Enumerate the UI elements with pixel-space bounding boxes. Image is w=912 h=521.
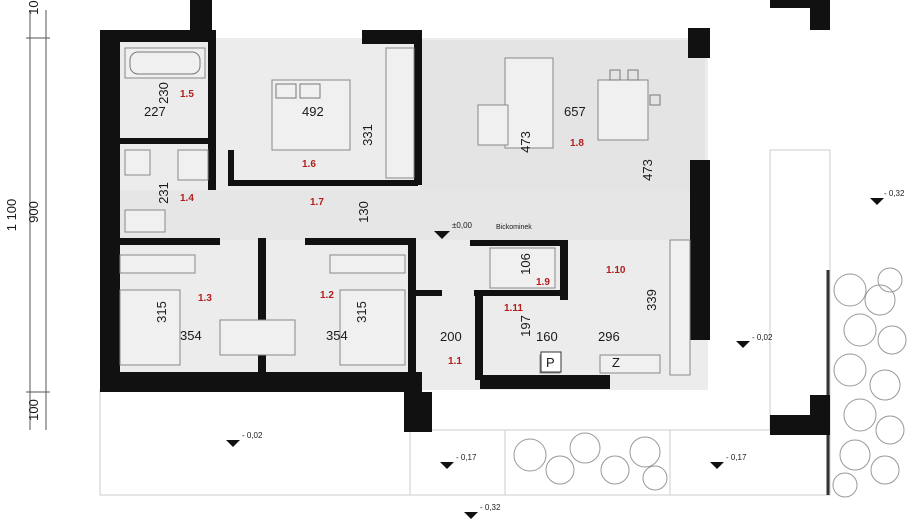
level-marker: [710, 462, 724, 469]
chimney-label: Bickominek: [496, 224, 532, 231]
level-label-2: - 0,02: [752, 333, 773, 342]
living-floor: [420, 40, 705, 215]
room-1-3-label: 1.3: [198, 293, 212, 304]
room-1-8-depth: 473: [518, 131, 533, 153]
dim-total: 1 100: [4, 199, 19, 232]
room-1-11-depth: 197: [518, 315, 533, 337]
level-marker: [464, 512, 478, 519]
room-1-9-label: 1.9: [536, 277, 550, 288]
room-1-11-area: 160: [536, 329, 558, 344]
room-1-6-depth: 331: [360, 124, 375, 146]
level-label-4: - 0,17: [456, 453, 477, 462]
room-1-8-depth-2: 473: [640, 159, 655, 181]
dim-bottom: 100: [26, 399, 41, 421]
room-1-8-label: 1.8: [570, 138, 584, 149]
level-label-3: - 0,02: [242, 431, 263, 440]
room-1-10-depth: 339: [644, 289, 659, 311]
level-label-5: - 0,17: [726, 453, 747, 462]
furniture: [119, 47, 691, 376]
level-marker: [870, 198, 884, 205]
room-1-5-depth: 230: [156, 82, 171, 104]
room-1-3-area: 354: [180, 328, 202, 343]
terrace-right: [769, 149, 831, 431]
room-1-3-depth: 315: [154, 301, 169, 323]
room-1-5-area: 227: [144, 104, 166, 119]
room-1-1-label: 1.1: [448, 356, 462, 367]
room-1-10-label: 1.10: [606, 265, 626, 276]
room-1-4-depth: 231: [156, 182, 171, 204]
level-marker-zero: [434, 231, 450, 239]
room-1-1-area: 200: [440, 329, 462, 344]
room-1-10-area: 296: [598, 329, 620, 344]
dim-middle: 900: [26, 201, 41, 223]
p-box-label: P: [546, 355, 555, 370]
room-1-2-label: 1.2: [320, 290, 334, 301]
room-1-9-depth: 106: [518, 253, 533, 275]
room-1-6-label: 1.6: [302, 159, 316, 170]
room-1-5-label: 1.5: [180, 89, 194, 100]
room-1-7-label: 1.7: [310, 197, 324, 208]
z-box-label: Z: [612, 355, 620, 370]
room-1-2-area: 354: [326, 328, 348, 343]
interior-walls: [115, 30, 568, 380]
corridor-floor: [120, 190, 700, 240]
level-marker: [736, 341, 750, 348]
room-1-2-depth: 315: [354, 301, 369, 323]
room-1-7-depth: 130: [356, 201, 371, 223]
zero-level-label: ±0,00: [452, 221, 473, 230]
room-1-6-area: 492: [302, 104, 324, 119]
room-1-8-area: 657: [564, 104, 586, 119]
terrace-bottom: [409, 429, 831, 496]
p-box: [540, 351, 562, 373]
level-marker: [226, 440, 240, 447]
terrace-left: [99, 389, 411, 496]
level-label-6: - 0,32: [480, 503, 501, 512]
garden-shrubs: [513, 267, 907, 498]
dim-top: 100: [26, 0, 41, 15]
level-marker: [440, 462, 454, 469]
dimension-lines: [26, 10, 50, 430]
exterior-walls: [100, 0, 830, 435]
level-label-1: - 0,32: [884, 189, 905, 198]
room-1-4-label: 1.4: [180, 193, 194, 204]
room-1-11-label: 1.11: [504, 303, 523, 314]
